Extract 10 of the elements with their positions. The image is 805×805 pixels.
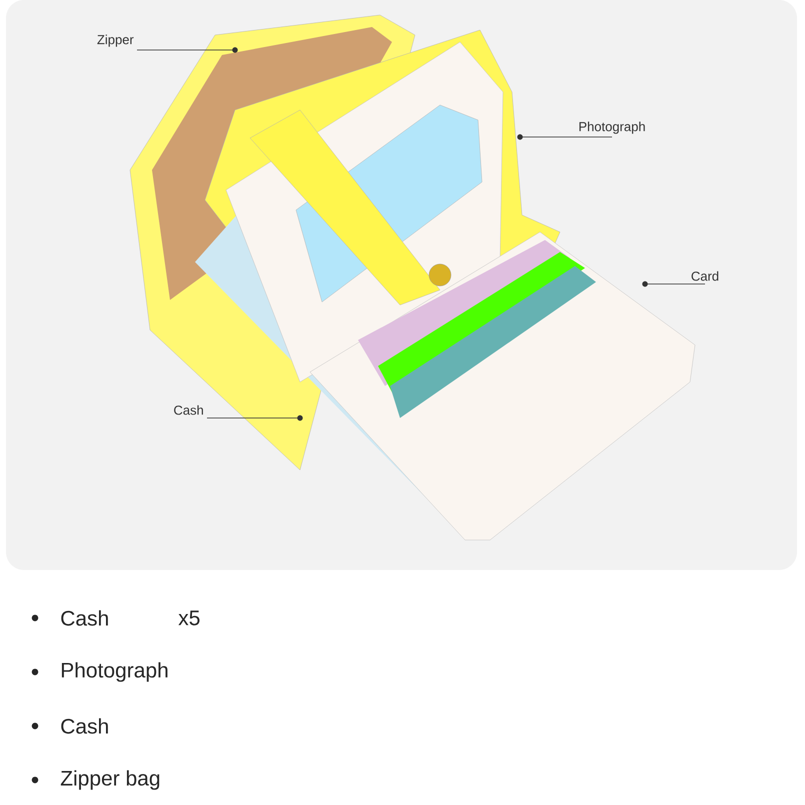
list-item: Zipper bag: [60, 770, 160, 790]
leader-line: [520, 136, 612, 138]
list-item: Photograph: [62, 662, 168, 682]
list-item: Cash: [61, 718, 108, 734]
callout-label: Card: [692, 271, 718, 281]
callout-label: Cash: [174, 405, 203, 415]
callout-label: Photograph: [579, 122, 645, 134]
callout-label: Zipper: [97, 34, 134, 47]
list-item: x5: [178, 610, 200, 626]
list-item: Cash: [61, 610, 108, 626]
